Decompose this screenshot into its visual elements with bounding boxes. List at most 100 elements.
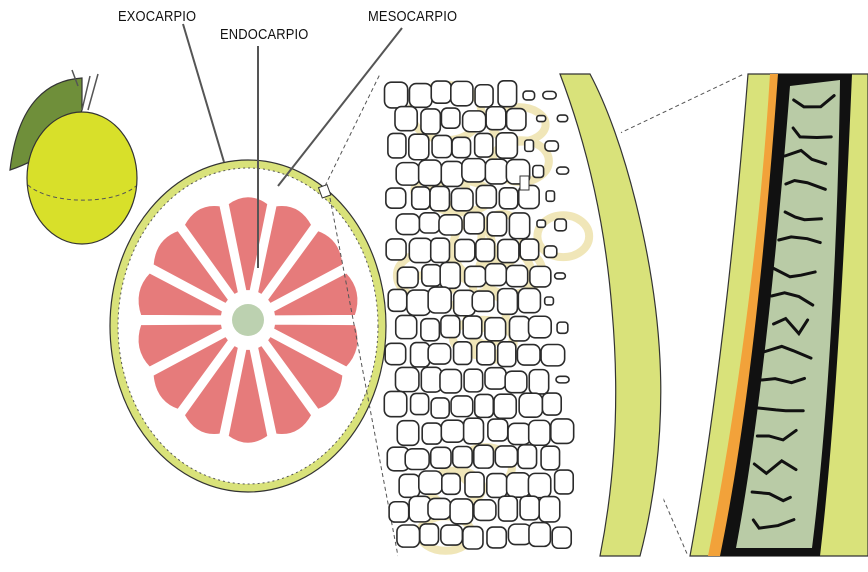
plant-cell	[451, 188, 473, 210]
plant-cell	[385, 343, 406, 364]
plant-cell	[450, 499, 473, 524]
plant-cell	[464, 418, 484, 444]
plant-cell	[557, 322, 568, 333]
plant-cell	[422, 265, 441, 286]
plant-cell	[533, 166, 544, 178]
plant-cell	[420, 524, 439, 545]
plant-cell	[411, 393, 429, 414]
plant-cell	[421, 367, 441, 392]
plant-cell	[384, 391, 406, 416]
plant-cell	[419, 213, 439, 233]
plant-cell	[441, 161, 463, 186]
plant-cell	[463, 111, 486, 132]
plant-cell	[498, 239, 519, 262]
skin-layer-detail	[690, 74, 868, 556]
plant-cell	[389, 502, 409, 522]
plant-cell	[397, 421, 418, 446]
plant-cell	[486, 107, 506, 130]
plant-cell	[528, 473, 550, 497]
plant-cell	[487, 527, 506, 548]
plant-cell	[498, 342, 516, 367]
plant-cell	[494, 394, 516, 418]
plant-cell	[537, 220, 546, 227]
plant-cell	[452, 137, 470, 157]
plant-cell	[487, 474, 507, 498]
plant-cell	[440, 262, 460, 288]
plant-cell	[485, 159, 508, 184]
plant-cell	[396, 315, 417, 338]
plant-cell	[557, 167, 569, 174]
plant-cell	[520, 496, 539, 520]
plant-cell	[388, 289, 407, 311]
plant-cell	[557, 115, 567, 122]
label-exocarp: EXOCARPIO	[118, 8, 196, 25]
cell-tissue-detail	[380, 74, 665, 556]
plant-cell	[431, 447, 451, 468]
plant-cell	[498, 81, 517, 107]
plant-cell	[518, 288, 540, 312]
plant-cell	[505, 371, 527, 392]
plant-cell	[539, 497, 560, 522]
plant-cell	[507, 109, 526, 131]
plant-cell	[409, 84, 431, 108]
plant-cell	[475, 394, 494, 417]
plant-cell	[495, 446, 517, 467]
plant-cell	[441, 108, 459, 128]
plant-cell	[551, 419, 574, 444]
plant-cell	[552, 527, 571, 548]
plant-cell	[508, 423, 531, 444]
plant-cell	[529, 420, 550, 445]
detail-marker	[520, 176, 529, 190]
plant-cell	[485, 264, 506, 286]
plant-cell	[543, 91, 556, 99]
plant-cell	[431, 81, 451, 103]
plant-cell	[475, 85, 493, 107]
plant-cell	[428, 344, 451, 364]
plant-cell	[506, 265, 527, 286]
plant-cell	[455, 239, 475, 261]
plant-cell	[476, 185, 496, 208]
plant-cell	[485, 318, 506, 341]
fruit-cross-section	[110, 160, 386, 492]
plant-cell	[451, 396, 473, 417]
plant-cell	[555, 470, 574, 494]
plant-cell	[407, 290, 431, 315]
plant-cell	[545, 297, 554, 305]
plant-cell	[441, 420, 464, 442]
plant-cell	[441, 525, 463, 545]
plant-cell	[409, 134, 429, 160]
plant-cell	[496, 133, 517, 158]
plant-cell	[419, 160, 442, 185]
plant-cell	[463, 316, 482, 338]
plant-cell	[464, 369, 483, 392]
plant-cell	[487, 212, 506, 236]
plant-cell	[517, 345, 540, 366]
plant-cell	[525, 140, 534, 151]
plant-cell	[529, 370, 548, 394]
plant-cell	[485, 368, 506, 389]
plant-cell	[508, 524, 531, 544]
plant-cell	[396, 214, 419, 235]
plant-cell	[428, 287, 451, 313]
plant-cell	[465, 472, 484, 497]
plant-cell	[498, 289, 518, 315]
plant-cell	[537, 116, 546, 122]
plant-cell	[411, 343, 430, 367]
plant-cell	[386, 188, 406, 208]
plant-cell	[422, 423, 441, 444]
plant-cell	[477, 342, 495, 365]
plant-cell	[396, 163, 419, 185]
plant-cell	[462, 159, 486, 182]
plant-cell	[541, 446, 559, 470]
plant-cell	[385, 82, 408, 108]
plant-cell	[474, 445, 494, 468]
plant-cell	[439, 215, 462, 235]
plant-cell	[419, 471, 442, 494]
plant-cell	[463, 527, 483, 549]
plant-cell	[465, 266, 486, 286]
plant-cell	[464, 212, 484, 233]
plant-cell	[386, 239, 406, 260]
plant-cell	[519, 393, 542, 417]
plant-cell	[523, 91, 535, 100]
